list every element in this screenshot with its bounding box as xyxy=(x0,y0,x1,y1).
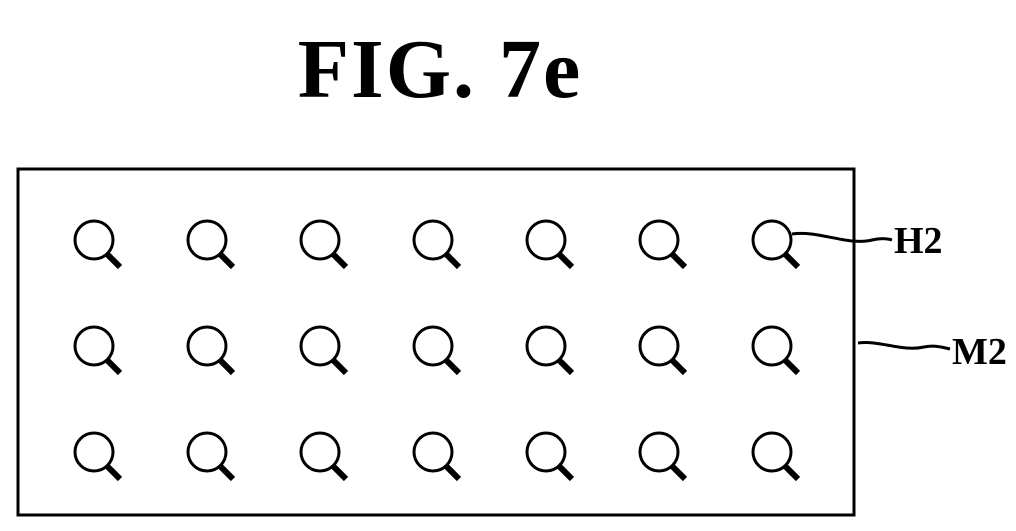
figure-title: FIG. 7e xyxy=(298,23,583,116)
magnifier-shaped-hole-icon xyxy=(414,327,459,373)
magnifier-shaped-hole-icon xyxy=(640,221,685,267)
magnifier-shaped-hole-icon xyxy=(753,433,798,479)
magnifier-shaped-hole-icon xyxy=(188,327,233,373)
magnifier-shaped-hole-icon xyxy=(75,221,120,267)
magnifier-shaped-hole-icon xyxy=(301,433,346,479)
magnifier-shaped-hole-icon xyxy=(301,327,346,373)
label-h2: H2 xyxy=(894,220,943,262)
magnifier-shaped-hole-icon xyxy=(188,221,233,267)
label-m2: M2 xyxy=(952,331,1007,373)
magnifier-shaped-hole-icon xyxy=(414,221,459,267)
leader-line-m2 xyxy=(858,343,950,349)
magnifier-shaped-hole-icon xyxy=(527,221,572,267)
magnifier-shaped-hole-icon xyxy=(527,327,572,373)
magnifier-shaped-hole-icon xyxy=(75,327,120,373)
hole-grid xyxy=(75,221,798,479)
magnifier-shaped-hole-icon xyxy=(753,327,798,373)
magnifier-shaped-hole-icon xyxy=(414,433,459,479)
magnifier-shaped-hole-icon xyxy=(75,433,120,479)
magnifier-shaped-hole-icon xyxy=(640,327,685,373)
magnifier-shaped-hole-icon xyxy=(527,433,572,479)
leader-line-h2 xyxy=(792,233,892,241)
magnifier-shaped-hole-icon xyxy=(753,221,798,267)
magnifier-shaped-hole-icon xyxy=(301,221,346,267)
magnifier-shaped-hole-icon xyxy=(640,433,685,479)
magnifier-shaped-hole-icon xyxy=(188,433,233,479)
